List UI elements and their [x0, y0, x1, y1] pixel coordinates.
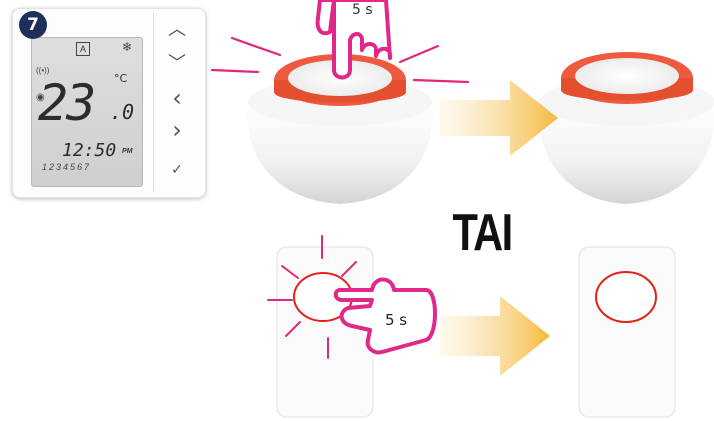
press-duration-top: 5 s — [352, 2, 373, 18]
arrow-right-icon — [440, 80, 558, 156]
gateway-result — [539, 52, 714, 204]
arrow-right-icon — [440, 296, 550, 376]
answer-label: TAI — [450, 207, 514, 259]
switch-result — [579, 247, 675, 417]
press-duration-bottom: 5 s — [385, 311, 407, 329]
